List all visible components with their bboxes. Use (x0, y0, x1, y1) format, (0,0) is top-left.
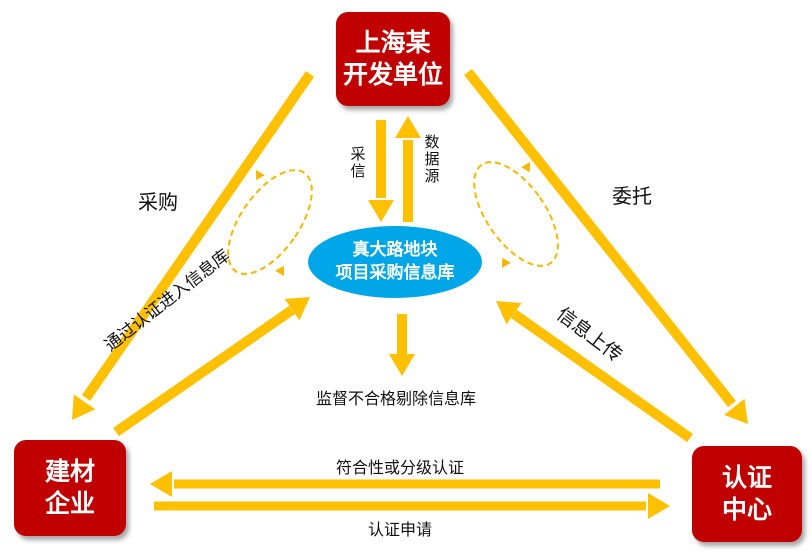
cycle-loop-left (227, 169, 313, 276)
cycle-loop-right (473, 161, 559, 268)
hub-line2: 项目采购信息库 (335, 263, 455, 283)
arrow-developer-to-supplier (72, 71, 315, 420)
label-caixin: 采信 (350, 145, 366, 180)
label-purchase: 采购 (138, 190, 178, 214)
node-center-line1: 认证 (721, 463, 772, 492)
node-supplier-line2: 企业 (44, 489, 95, 518)
node-developer-line1: 上海某 (355, 28, 431, 57)
arrow-supplier-to-hub (113, 297, 310, 437)
label-data-source: 数据源 (424, 133, 440, 185)
arrow-center-to-hub (496, 301, 693, 443)
node-developer-line2: 开发单位 (342, 60, 443, 89)
node-developer: 上海某 开发单位 (336, 12, 450, 106)
label-conformity: 符合性或分级认证 (336, 458, 465, 477)
node-supplier-line1: 建材 (44, 457, 95, 486)
arrow-hub-to-supervise (389, 314, 415, 376)
label-apply: 认证申请 (368, 520, 433, 539)
hub-database: 真大路地块 项目采购信息库 (308, 226, 482, 298)
arrow-developer-to-center (464, 68, 748, 424)
arrow-hub-to-developer (395, 116, 421, 222)
arrow-developer-to-hub (368, 120, 394, 222)
hub-line1: 真大路地块 (352, 240, 438, 260)
node-supplier: 建材 企业 (14, 440, 126, 536)
label-supervise: 监督不合格剔除信息库 (316, 389, 477, 408)
arrow-supplier-to-center (154, 493, 670, 519)
node-center: 认证 中心 (692, 446, 802, 542)
arrow-center-to-supplier (150, 471, 660, 497)
node-center-line2: 中心 (721, 495, 772, 524)
label-entrust: 委托 (612, 184, 652, 208)
